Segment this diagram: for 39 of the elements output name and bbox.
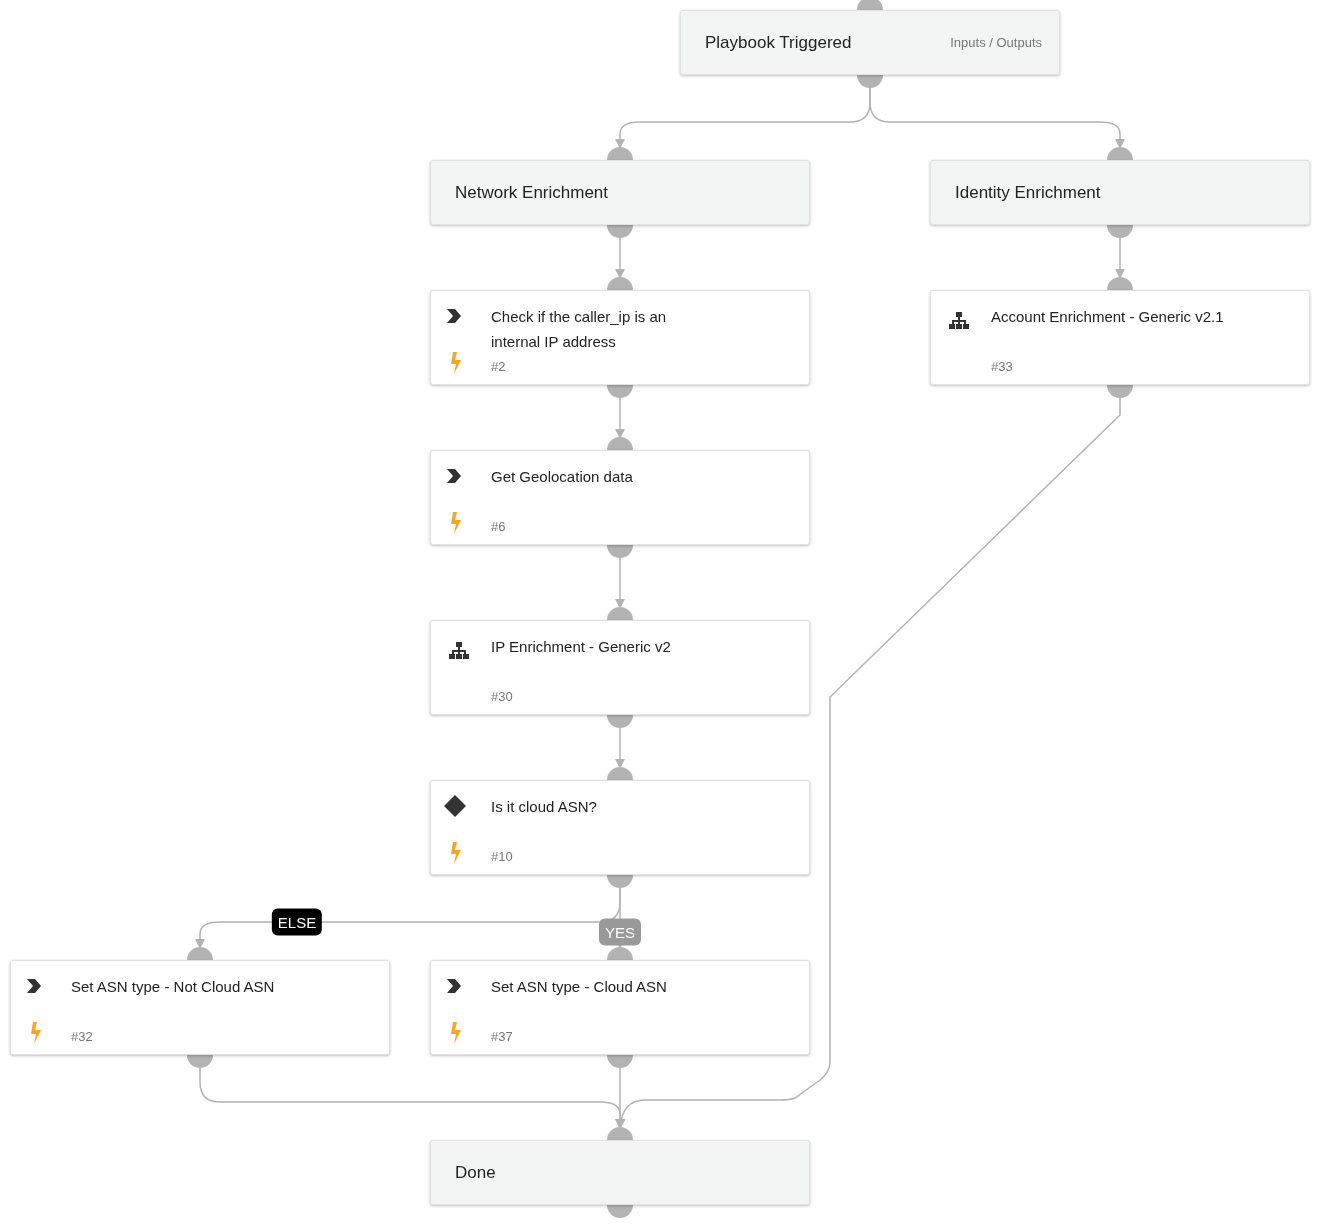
task-title: Set ASN type - Cloud ASN [491,977,668,997]
task-number: #30 [491,687,513,706]
task-card [430,620,810,715]
section-box [430,1140,810,1205]
connector-arrow [1115,236,1125,279]
section-box [930,160,1310,225]
task-number: #32 [71,1027,93,1046]
edge-label: ELSE [271,908,323,936]
task-card [430,780,810,875]
task-number: #33 [991,357,1013,376]
connector-arrow [615,236,625,279]
connector-arrow [615,726,625,769]
section-box [680,10,1060,75]
task-card [930,290,1310,385]
section-box [430,160,810,225]
connector-arrow [615,396,625,439]
task-number: #2 [491,357,506,376]
task-title: IP Enrichment - Generic v2 [491,637,672,657]
task-number: #10 [491,847,513,866]
task-number: #6 [491,517,506,536]
task-card [430,960,810,1055]
task-title: Set ASN type - Not Cloud ASN [71,977,276,997]
section-title: Identity Enrichment [955,181,1101,204]
task-title: Is it cloud ASN? [491,797,598,817]
edge-label: YES [599,918,641,946]
task-title: Get Geolocation data [491,467,634,487]
inputs-outputs-link: Inputs / Outputs [950,33,1042,52]
section-title: Network Enrichment [455,181,609,204]
section-title: Playbook Triggered [705,31,852,54]
connector-arrow [869,86,1125,149]
task-card [430,290,810,385]
task-card [430,450,810,545]
connector-arrow [616,396,1121,1129]
task-title: Account Enrichment - Generic v2.1 [991,307,1225,327]
task-number: #37 [491,1027,513,1046]
section-title: Done [455,1161,496,1184]
task-card [10,960,390,1055]
task-title: Check if the caller_ip is an internal IP address [491,307,668,352]
connector-arrow [615,556,625,609]
